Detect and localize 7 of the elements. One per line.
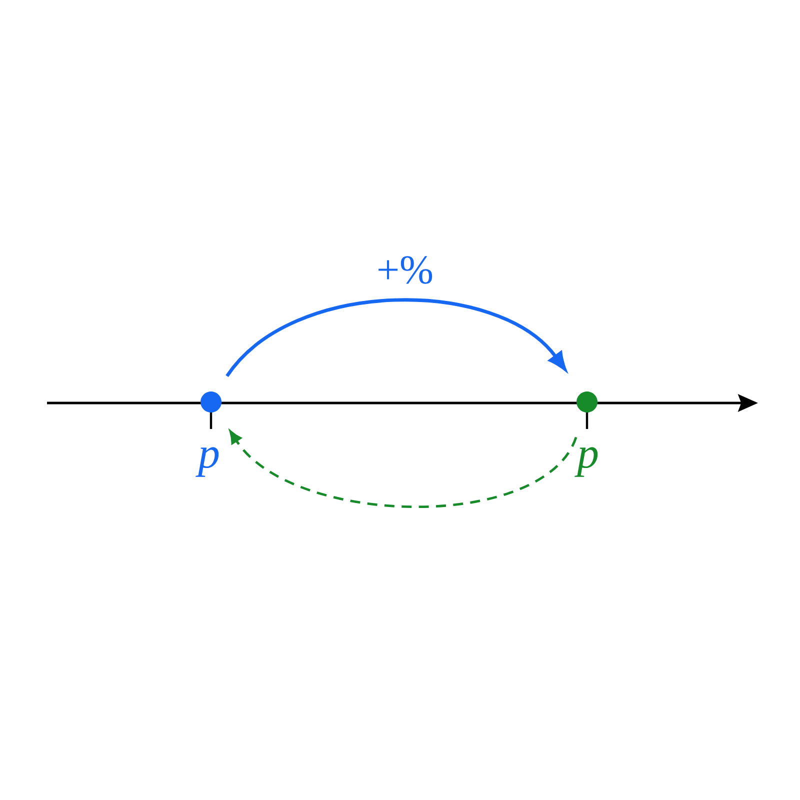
point-dot xyxy=(576,392,598,412)
point-label: p xyxy=(196,447,219,477)
point-dot xyxy=(200,392,222,412)
curved-arrow xyxy=(226,298,566,378)
edge-label: +% xyxy=(375,254,435,286)
curved-arrow xyxy=(229,430,578,508)
point-label: p xyxy=(574,447,598,477)
